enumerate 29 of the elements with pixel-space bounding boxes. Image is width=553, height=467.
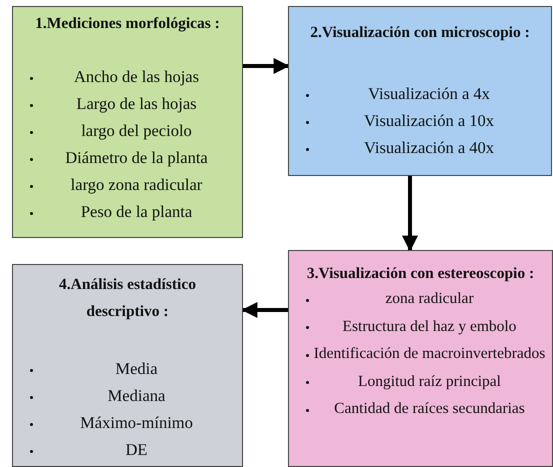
list-item: DE — [126, 440, 148, 459]
list-item: Ancho de las hojas — [74, 67, 200, 86]
list-item: largo del peciolo — [81, 121, 192, 140]
list-item: Peso de la planta — [80, 202, 192, 221]
list-item: largo zona radicular — [70, 175, 202, 194]
process-box — [288, 6, 552, 176]
arrow — [402, 176, 418, 252]
arrow — [243, 58, 290, 74]
list-item: Longitud raíz principal — [358, 372, 501, 390]
list-item: Diámetro de la planta — [65, 148, 208, 167]
list-item: Identificación de macroinvertebrados — [314, 345, 546, 362]
process-box — [12, 264, 243, 467]
arrow — [241, 302, 288, 318]
box-heading: 1.Mediciones morfológicas : — [34, 14, 221, 34]
process-box — [288, 250, 553, 467]
box-heading: 3.Visualización con estereoscopio : — [306, 264, 536, 284]
list-item: Cantidad de raíces secundarias — [334, 400, 525, 417]
list-item: Visualización a 4x — [368, 84, 490, 103]
list-item: Visualización a 10x — [364, 111, 494, 130]
box-heading: 2.Visualización con microscopio : — [309, 23, 531, 43]
box-heading: 4.Análisis estadístico descriptivo : — [58, 275, 197, 322]
list-item: zona radicular — [385, 290, 474, 307]
process-box — [12, 6, 243, 238]
list-item: Mediana — [108, 386, 166, 405]
list-item: Visualización a 40x — [364, 138, 494, 157]
list-item: Media — [115, 359, 158, 378]
list-item: Estructura del haz y embolo — [342, 318, 516, 334]
list-item: Largo de las hojas — [76, 94, 197, 113]
list-item: Máximo-mínimo — [80, 413, 193, 432]
